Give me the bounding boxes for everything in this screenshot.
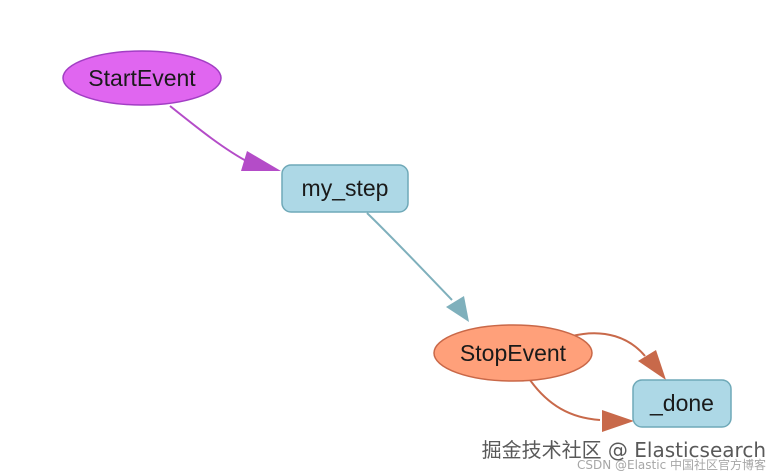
node-shape <box>62 50 222 106</box>
node-shape <box>632 379 732 428</box>
node-label: StopEvent <box>460 340 567 366</box>
edge-arrowhead <box>602 410 634 432</box>
edge-line <box>169 105 251 164</box>
edge-line <box>571 332 646 357</box>
edge-line <box>366 212 453 301</box>
watermark-sub: CSDN @Elastic 中国社区官方博客 <box>576 458 766 472</box>
edge-my-step-to-stop <box>366 212 469 322</box>
edge-stop-to-done-lower <box>529 379 634 432</box>
edge-stop-to-done-upper <box>571 332 666 380</box>
edge-arrowhead <box>241 151 281 171</box>
node-start-event[interactable]: StartEvent <box>62 50 222 106</box>
node-shape <box>433 324 593 382</box>
node-shape <box>281 164 409 213</box>
node-label: my_step <box>302 175 389 201</box>
edge-start-to-my-step <box>169 105 281 171</box>
edge-arrowhead <box>638 350 666 380</box>
edge-arrowhead <box>446 296 469 322</box>
node-label: StartEvent <box>88 65 196 91</box>
edge-line <box>529 379 601 421</box>
node-done[interactable]: _done <box>632 379 732 428</box>
node-my-step[interactable]: my_step <box>281 164 409 213</box>
node-stop-event[interactable]: StopEvent <box>433 324 593 382</box>
watermark-main: 掘金技术社区 @ Elasticsearch <box>481 438 766 462</box>
node-label: _done <box>649 390 714 416</box>
